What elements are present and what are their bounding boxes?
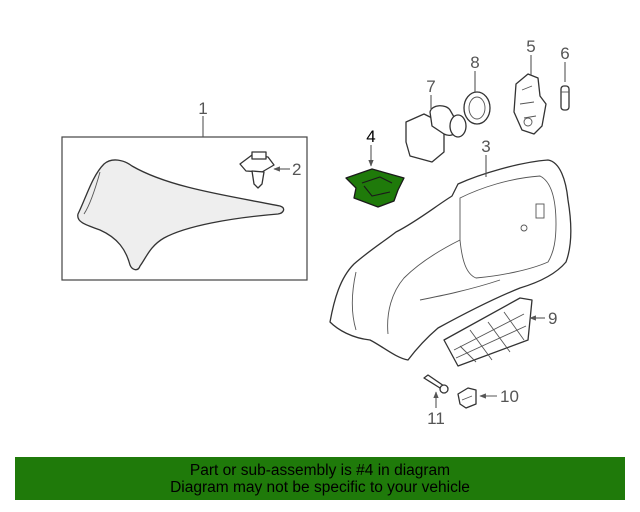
- callout-4: 4: [366, 127, 375, 146]
- callout-1: 1: [198, 99, 207, 118]
- part-10-clip: 10: [457, 387, 519, 409]
- banner-line-2: Diagram may not be specific to your vehi…: [170, 478, 470, 496]
- callout-5: 5: [526, 37, 535, 56]
- part-8-grommet: 8: [463, 53, 491, 125]
- callout-2: 2: [292, 160, 301, 179]
- part-1-panel-shape: [77, 159, 285, 271]
- part-11-screw: 11: [423, 374, 449, 428]
- banner-line-1: Part or sub-assembly is #4 in diagram: [189, 461, 451, 479]
- callout-3: 3: [481, 137, 490, 156]
- part-6-pin: 6: [560, 44, 570, 111]
- callout-7: 7: [426, 77, 435, 96]
- part-5-bracket: 5: [513, 37, 547, 135]
- callout-9: 9: [548, 309, 557, 328]
- callout-11: 11: [427, 409, 445, 428]
- part-1-quarter-trim-panel: 1: [61, 99, 308, 281]
- part-2-clip: 2: [239, 151, 301, 189]
- part-7-housing: 7: [405, 77, 467, 163]
- part-3-trunk-side-trim: 3: [329, 137, 572, 361]
- callout-8: 8: [470, 53, 479, 72]
- notice-banner: Part or sub-assembly is #4 in diagram Di…: [15, 457, 625, 500]
- part-3-shape: [329, 159, 572, 361]
- parts-diagram: 1 2 4 7 8 5: [61, 37, 572, 428]
- part-4-highlighted-bracket: 4: [345, 127, 405, 208]
- callout-10: 10: [500, 387, 519, 406]
- part-9-cargo-net: 9: [443, 297, 557, 367]
- part-4-shape: [345, 168, 405, 208]
- callout-6: 6: [560, 44, 569, 63]
